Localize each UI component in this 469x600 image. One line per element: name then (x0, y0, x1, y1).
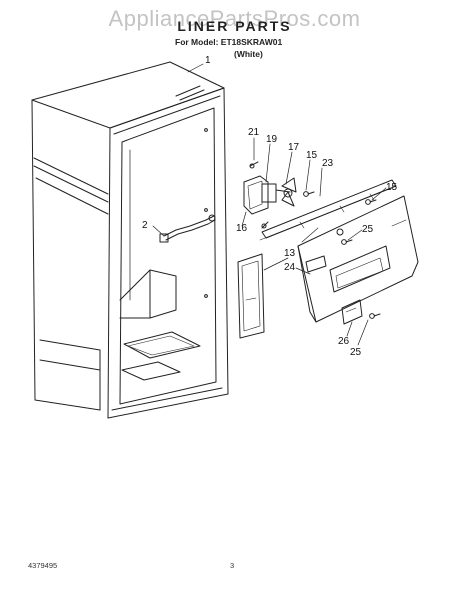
callout-19: 19 (266, 134, 278, 145)
callout-24: 24 (284, 262, 296, 273)
document-number: 4379495 (28, 561, 58, 570)
channel-bar-part (259, 179, 397, 241)
evaporator-cover-part (297, 195, 419, 323)
callout-17: 17 (288, 142, 300, 153)
callout-25a: 25 (362, 224, 374, 235)
refrigerator-liner (31, 61, 229, 419)
callout-25b: 25 (350, 347, 362, 358)
screws (303, 191, 381, 319)
callout-2: 2 (142, 220, 148, 231)
callout-21: 21 (248, 127, 260, 138)
wire-harness-part (159, 214, 216, 243)
color-line: (White) (234, 49, 263, 59)
callout-16: 16 (236, 223, 248, 234)
callout-1: 1 (205, 55, 211, 66)
callout-26: 26 (338, 336, 350, 347)
callout-labels: 1 2 21 19 17 15 23 15 16 25 13 24 26 25 (142, 55, 398, 358)
callout-15a: 15 (306, 150, 318, 161)
callout-15b: 15 (386, 182, 398, 193)
leader-lines (152, 63, 387, 346)
fan-motor-assembly (243, 161, 297, 229)
callout-13: 13 (284, 248, 296, 259)
cover-panel-part (237, 253, 265, 339)
diagram-title: LINER PARTS (177, 18, 292, 34)
watermark: AppliancePartsPros.com (108, 6, 361, 31)
small-bracket-part (341, 299, 363, 325)
callout-23: 23 (322, 158, 334, 169)
model-line: For Model: ET18SKRAW01 (175, 37, 283, 47)
page-number: 3 (230, 561, 235, 570)
